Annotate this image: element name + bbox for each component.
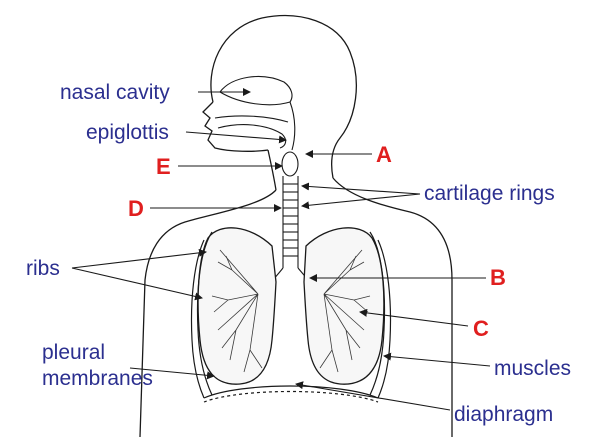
epiglottis-pointer	[186, 132, 286, 140]
left-lung	[198, 228, 276, 384]
pleural-label-line1: pleural	[42, 342, 105, 363]
cartilage-pointer-lower	[302, 194, 420, 206]
lungs	[198, 228, 384, 384]
face-profile	[203, 102, 268, 151]
pharynx	[290, 102, 295, 150]
pleural-label-line2: membranes	[42, 368, 153, 389]
ribs-label: ribs	[26, 258, 60, 279]
letter-a-label: A	[376, 144, 392, 166]
tongue	[218, 125, 286, 148]
neck-front	[268, 150, 276, 190]
epiglottis-label: epiglottis	[86, 122, 169, 143]
diaphragm-shape	[204, 386, 378, 402]
ribs-pointer-upper	[72, 252, 206, 268]
larynx	[282, 152, 298, 176]
palate	[215, 116, 288, 122]
nasal-cavity-label: nasal cavity	[60, 82, 170, 103]
cartilage-pointer-upper	[302, 186, 420, 194]
ribs-pointer-lower	[72, 268, 202, 298]
cartilage-rings-label: cartilage rings	[424, 183, 555, 204]
muscles-pointer	[384, 356, 490, 366]
muscles-label: muscles	[494, 358, 571, 379]
letter-c-label: C	[473, 318, 489, 340]
letter-e-label: E	[156, 156, 171, 178]
letter-d-label: D	[128, 198, 144, 220]
cartilage-ring-set	[283, 184, 298, 256]
nasal-cavity-shape	[220, 77, 292, 105]
right-lung	[304, 228, 384, 384]
airway-upper	[215, 77, 295, 150]
letter-b-label: B	[490, 267, 506, 289]
diaphragm-label: diaphragm	[454, 404, 553, 425]
